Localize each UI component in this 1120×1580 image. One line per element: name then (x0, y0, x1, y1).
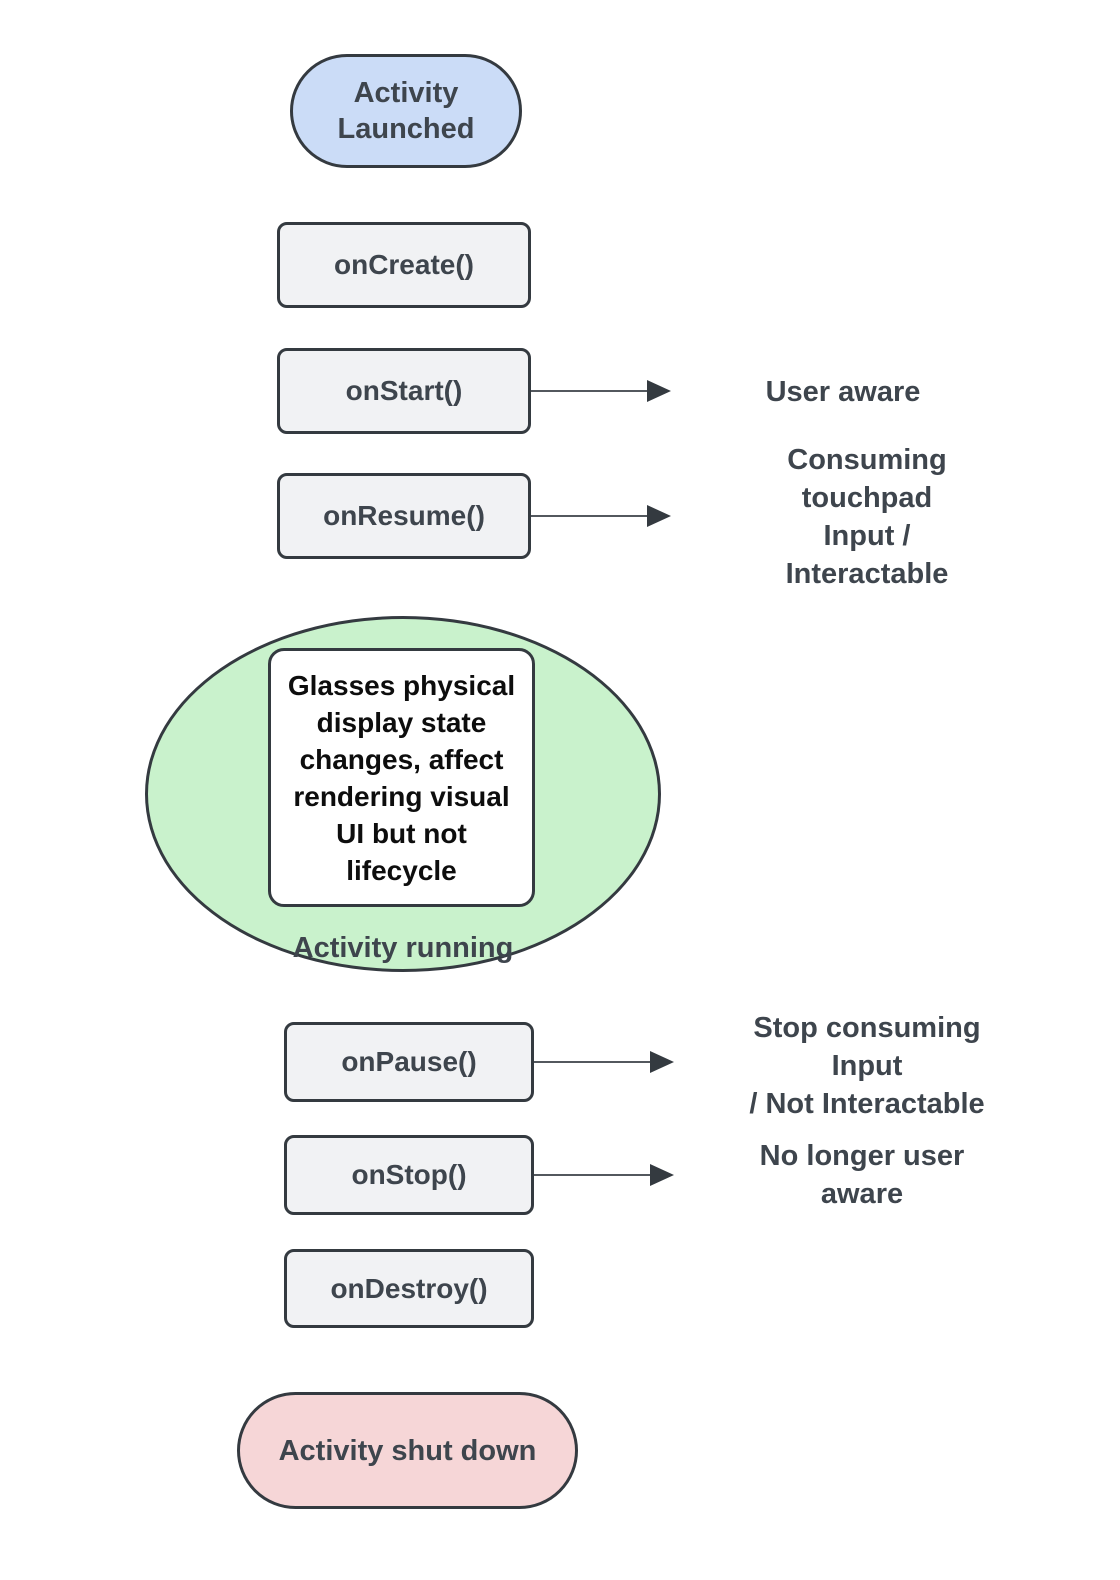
node-onresume: onResume() (277, 473, 531, 559)
arrow-shaft (531, 390, 647, 392)
node-onstop-label: onStop() (351, 1159, 467, 1190)
annotation-no-longer-aware: No longer user aware (759, 1140, 965, 1210)
arrow-shaft (531, 515, 647, 517)
node-onpause: onPause() (284, 1022, 534, 1102)
node-onstart: onStart() (277, 348, 531, 434)
annotation-consuming-input: Consuming touchpad Input / Interactable (785, 444, 949, 590)
node-ondestroy-label: onDestroy() (330, 1272, 488, 1304)
node-activity-launched: Activity Launched (290, 54, 522, 168)
arrow-onresume (531, 505, 671, 527)
node-oncreate-label: onCreate() (333, 249, 474, 280)
arrowhead-right-icon (650, 1051, 674, 1073)
arrowhead-right-icon (650, 1164, 674, 1186)
node-activity-shut-down: Activity shut down (237, 1392, 578, 1509)
node-onstart-label: onStart() (345, 375, 463, 406)
arrow-shaft (534, 1061, 650, 1063)
node-onpause-label: onPause() (341, 1046, 477, 1077)
arrowhead-right-icon (647, 505, 671, 527)
arrow-shaft (534, 1174, 650, 1176)
arrow-onpause (534, 1051, 674, 1073)
node-onresume-label: onResume() (323, 500, 485, 531)
arrow-onstop (534, 1164, 674, 1186)
node-onstop: onStop() (284, 1135, 534, 1215)
node-activity-shut-down-label: Activity shut down (278, 1434, 537, 1467)
node-activity-running-label: Activity running (292, 932, 514, 964)
arrowhead-right-icon (647, 380, 671, 402)
node-activity-launched-label: Activity Launched (337, 77, 475, 145)
annotation-user-aware: User aware (765, 376, 921, 408)
node-ondestroy: onDestroy() (284, 1249, 534, 1328)
arrow-onstart (531, 380, 671, 402)
note-display-state-text: Glasses physical display state changes, … (287, 669, 516, 886)
node-oncreate: onCreate() (277, 222, 531, 308)
annotation-stop-consuming: Stop consuming Input / Not Interactable (749, 1012, 985, 1120)
note-display-state: Glasses physical display state changes, … (268, 648, 535, 907)
